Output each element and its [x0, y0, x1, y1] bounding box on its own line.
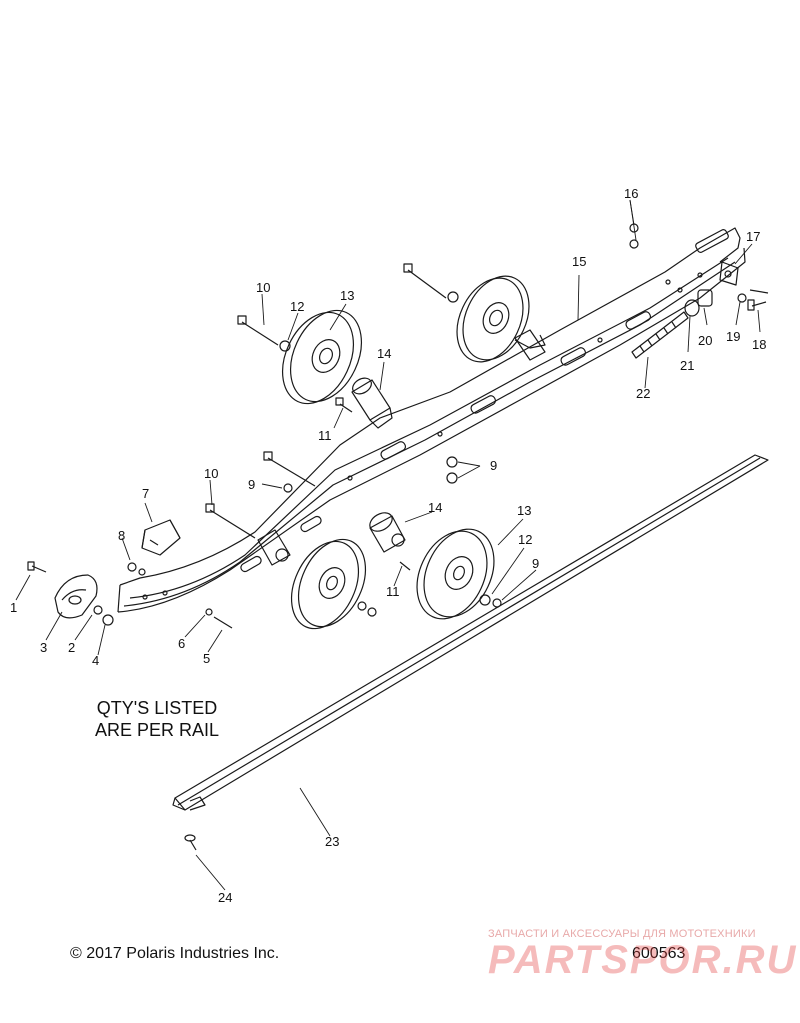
callout-11: 11 [386, 584, 400, 599]
callout-16: 16 [624, 186, 638, 201]
adjuster-rod-22 [631, 311, 689, 359]
callout-13: 13 [340, 288, 354, 303]
slide-23 [172, 454, 769, 811]
spacer-14-lower [369, 512, 406, 553]
bolt-17b [749, 289, 769, 294]
callout-14: 14 [428, 500, 442, 515]
callout-21: 21 [680, 358, 694, 373]
callout-9: 9 [490, 458, 497, 473]
bracket-17 [719, 261, 739, 286]
callout-9: 9 [248, 477, 255, 492]
callout-23: 23 [325, 834, 339, 849]
spacer-rear-rail [514, 329, 546, 361]
callout-17: 17 [746, 229, 760, 244]
idler-wheel-upper-front [282, 309, 362, 405]
callout-5: 5 [203, 651, 210, 666]
leader-lines [15, 199, 761, 891]
qty-note-line1: QTY'S LISTED [96, 698, 218, 718]
callout-24: 24 [218, 890, 232, 905]
callout-15: 15 [572, 254, 586, 269]
callout-10: 10 [204, 466, 218, 481]
callout-18: 18 [752, 337, 766, 352]
nut-21 [684, 299, 700, 317]
fasteners [27, 223, 639, 851]
callout-11: 11 [318, 428, 332, 443]
bushing-20 [697, 289, 713, 307]
callout-6: 6 [178, 636, 185, 651]
wear-block-7 [141, 519, 181, 556]
callout-3: 3 [40, 640, 47, 655]
washer-19 [737, 293, 747, 303]
spacer-14-upper [351, 377, 393, 429]
upper-rail-15 [117, 227, 746, 613]
copyright-text: © 2017 Polaris Industries Inc. [70, 945, 280, 962]
callout-4: 4 [92, 653, 99, 668]
watermark-tagline: ЗАПЧАСТИ И АКСЕССУАРЫ ДЛЯ МОТОТЕХНИКИ [488, 928, 756, 940]
idler-wheel-lower-right [416, 528, 495, 620]
watermark-logo: PARTSPOR.RU [488, 938, 798, 982]
bolt-18 [747, 299, 767, 311]
callout-9: 9 [532, 556, 539, 571]
qty-note-line2: ARE PER RAIL [94, 720, 220, 740]
idler-wheel-upper-rear [456, 275, 546, 363]
callout-14: 14 [377, 346, 391, 361]
callout-19: 19 [726, 329, 740, 344]
callout-13: 13 [517, 503, 531, 518]
callout-12: 12 [290, 299, 304, 314]
callout-7: 7 [142, 486, 149, 501]
callout-20: 20 [698, 333, 712, 348]
qty-note: QTY'S LISTED ARE PER RAIL [62, 697, 252, 741]
callout-10: 10 [256, 280, 270, 295]
part-number: 600563 [632, 945, 686, 962]
callout-22: 22 [636, 386, 650, 401]
callout-8: 8 [118, 528, 125, 543]
idler-wheel-lower-left [290, 538, 367, 630]
spacer-front-rail [257, 529, 291, 566]
callout-12: 12 [518, 532, 532, 547]
callout-2: 2 [68, 640, 75, 655]
callout-1: 1 [10, 600, 17, 615]
bumper-3 [54, 574, 98, 619]
